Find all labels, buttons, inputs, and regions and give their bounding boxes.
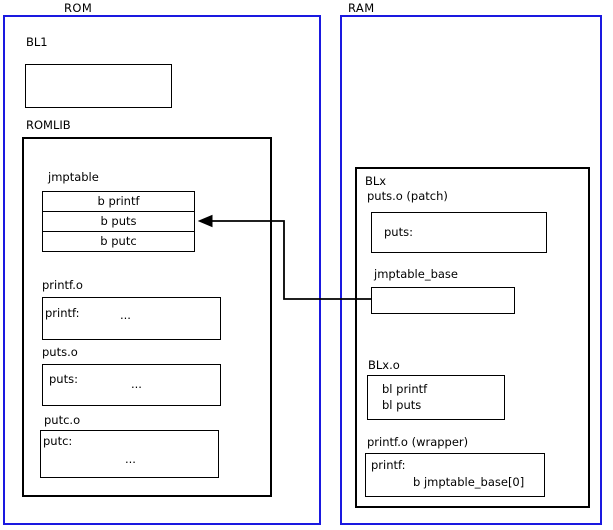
jmptable-entry-1: b puts — [42, 211, 195, 232]
blx-section-3-symbol: printf: — [371, 458, 406, 472]
rom-region-label: ROM — [64, 1, 93, 15]
romlib-object-1-body: ... — [131, 377, 142, 391]
romlib-group — [22, 137, 272, 497]
jmptable-base-box — [371, 287, 515, 314]
romlib-object-2-box: putc: ... — [40, 430, 219, 478]
blx-section-3-label: printf.o (wrapper) — [367, 435, 469, 449]
bl1-box — [25, 64, 172, 108]
romlib-object-0-box: printf: ... — [42, 297, 221, 340]
blx-section-0-label: puts.o (patch) — [367, 189, 448, 203]
romlib-object-0-symbol: printf: — [45, 306, 80, 320]
blx-section-3-body: b jmptable_base[0] — [413, 475, 525, 489]
jmptable-entry-2: b putc — [42, 231, 195, 252]
ram-region-label: RAM — [348, 1, 375, 15]
romlib-object-2-body: ... — [125, 452, 136, 466]
romlib-object-2-symbol: putc: — [43, 434, 73, 448]
romlib-object-1-label: puts.o — [42, 345, 78, 359]
blx-section-1-label: jmptable_base — [374, 267, 458, 281]
romlib-object-0-label: printf.o — [42, 278, 83, 292]
romlib-label: ROMLIB — [26, 118, 71, 132]
blx-section-2-label: BLx.o — [368, 358, 400, 372]
blx-section-2-box: bl printf bl puts — [367, 375, 505, 420]
romlib-object-1-symbol: puts: — [49, 372, 78, 386]
blx-section-2-body: bl puts — [382, 398, 422, 412]
blx-section-3-box: printf: b jmptable_base[0] — [365, 453, 545, 497]
jmptable-label: jmptable — [48, 170, 99, 184]
romlib-object-0-body: ... — [120, 308, 131, 322]
romlib-object-1-box: puts: ... — [42, 364, 221, 406]
romlib-object-2-label: putc.o — [44, 413, 81, 427]
bl1-label: BL1 — [26, 35, 48, 49]
blx-group — [355, 167, 590, 508]
blx-label: BLx — [365, 174, 387, 188]
blx-section-2-symbol: bl printf — [382, 382, 428, 396]
blx-section-0-symbol: puts: — [384, 225, 413, 239]
jmptable-entry-0: b printf — [42, 191, 195, 212]
blx-section-0-box: puts: — [371, 212, 547, 253]
